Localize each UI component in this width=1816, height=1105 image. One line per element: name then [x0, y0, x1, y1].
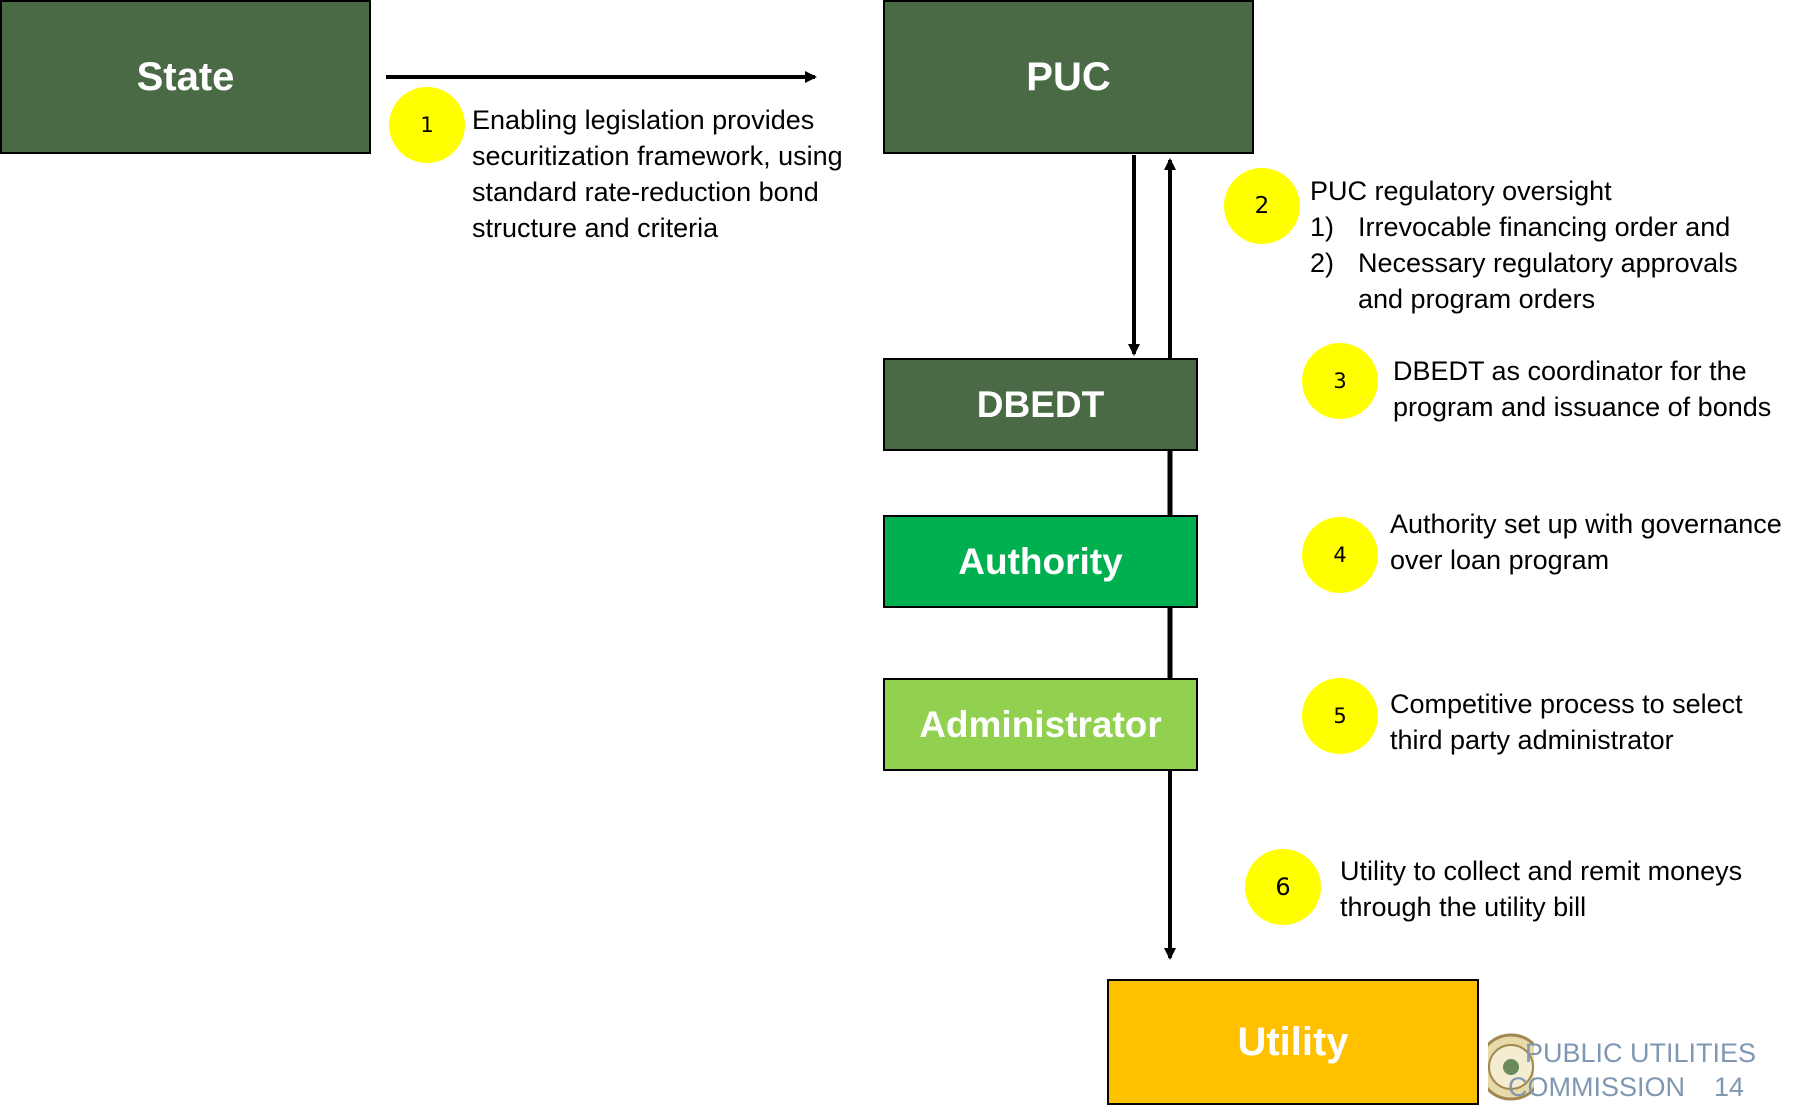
step-2-item: 1) Irrevocable financing order and [1310, 209, 1810, 245]
step-6-note: Utility to collect and remit moneys thro… [1340, 856, 1743, 922]
step-2-badge: 2 [1224, 168, 1300, 244]
step-2-item-text: Irrevocable financing order and [1358, 212, 1731, 242]
step-1-note: Enabling legislation provides securitiza… [472, 105, 843, 243]
step-2-item-number: 1) [1310, 212, 1335, 242]
step-6-badge: 6 [1245, 849, 1321, 925]
step-2-item: 2) Necessary regulatory approvals and pr… [1310, 245, 1810, 317]
administrator-box: Administrator [883, 678, 1198, 771]
step-2-note: PUC regulatory oversight 1) Irrevocable … [1310, 173, 1810, 317]
footer-title-line1: PUBLIC UTILITIES [1525, 1038, 1757, 1068]
step-3-badge: 3 [1302, 343, 1378, 419]
step-2-list: 1) Irrevocable financing order and 2) Ne… [1310, 209, 1810, 317]
step-2-item-text: Necessary regulatory approvals and progr… [1358, 248, 1738, 314]
dbedt-box: DBEDT [883, 358, 1198, 451]
step-5-note: Competitive process to select third part… [1390, 689, 1743, 755]
step-1-badge: 1 [389, 87, 465, 163]
footer: PUBLIC UTILITIES COMMISSION 14 [1488, 1032, 1816, 1105]
footer-title-line2: COMMISSION [1508, 1072, 1686, 1102]
step-2-item-number: 2) [1310, 248, 1335, 278]
step-4-note: Authority set up with governance over lo… [1390, 509, 1782, 575]
authority-box: Authority [883, 515, 1198, 608]
state-box: State [0, 0, 371, 154]
step-5-badge: 5 [1302, 678, 1378, 754]
step-3-note: DBEDT as coordinator for the program and… [1393, 356, 1772, 422]
step-2-heading: PUC regulatory oversight [1310, 176, 1612, 206]
step-4-badge: 4 [1302, 517, 1378, 593]
page-number: 14 [1714, 1072, 1745, 1102]
puc-box: PUC [883, 0, 1254, 154]
commission-seal-icon [1488, 1033, 1534, 1101]
utility-box: Utility [1107, 979, 1479, 1105]
